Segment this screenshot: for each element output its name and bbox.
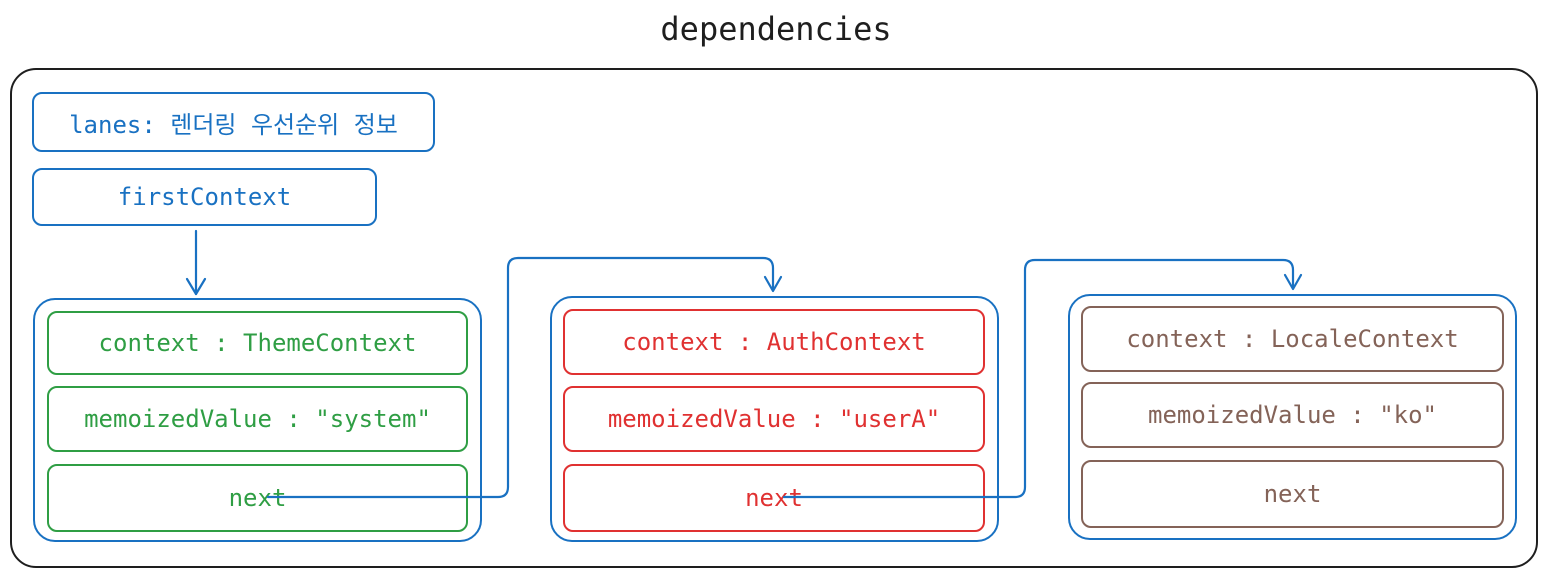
theme-context-field: context : ThemeContext <box>47 311 468 375</box>
auth-memoized-value-field: memoizedValue : "userA" <box>563 386 985 452</box>
lanes-box: lanes: 렌더링 우선순위 정보 <box>32 92 435 152</box>
auth-context-field: context : AuthContext <box>563 309 985 375</box>
locale-context-field: context : LocaleContext <box>1081 306 1504 372</box>
theme-next-field: next <box>47 464 468 532</box>
diagram-title: dependencies <box>660 10 892 48</box>
locale-next-field: next <box>1081 460 1504 528</box>
dependencies-container <box>10 68 1538 568</box>
locale-memoized-value-field: memoizedValue : "ko" <box>1081 382 1504 448</box>
theme-memoized-value-field: memoizedValue : "system" <box>47 386 468 452</box>
auth-next-field: next <box>563 464 985 532</box>
first-context-box: firstContext <box>32 168 377 226</box>
